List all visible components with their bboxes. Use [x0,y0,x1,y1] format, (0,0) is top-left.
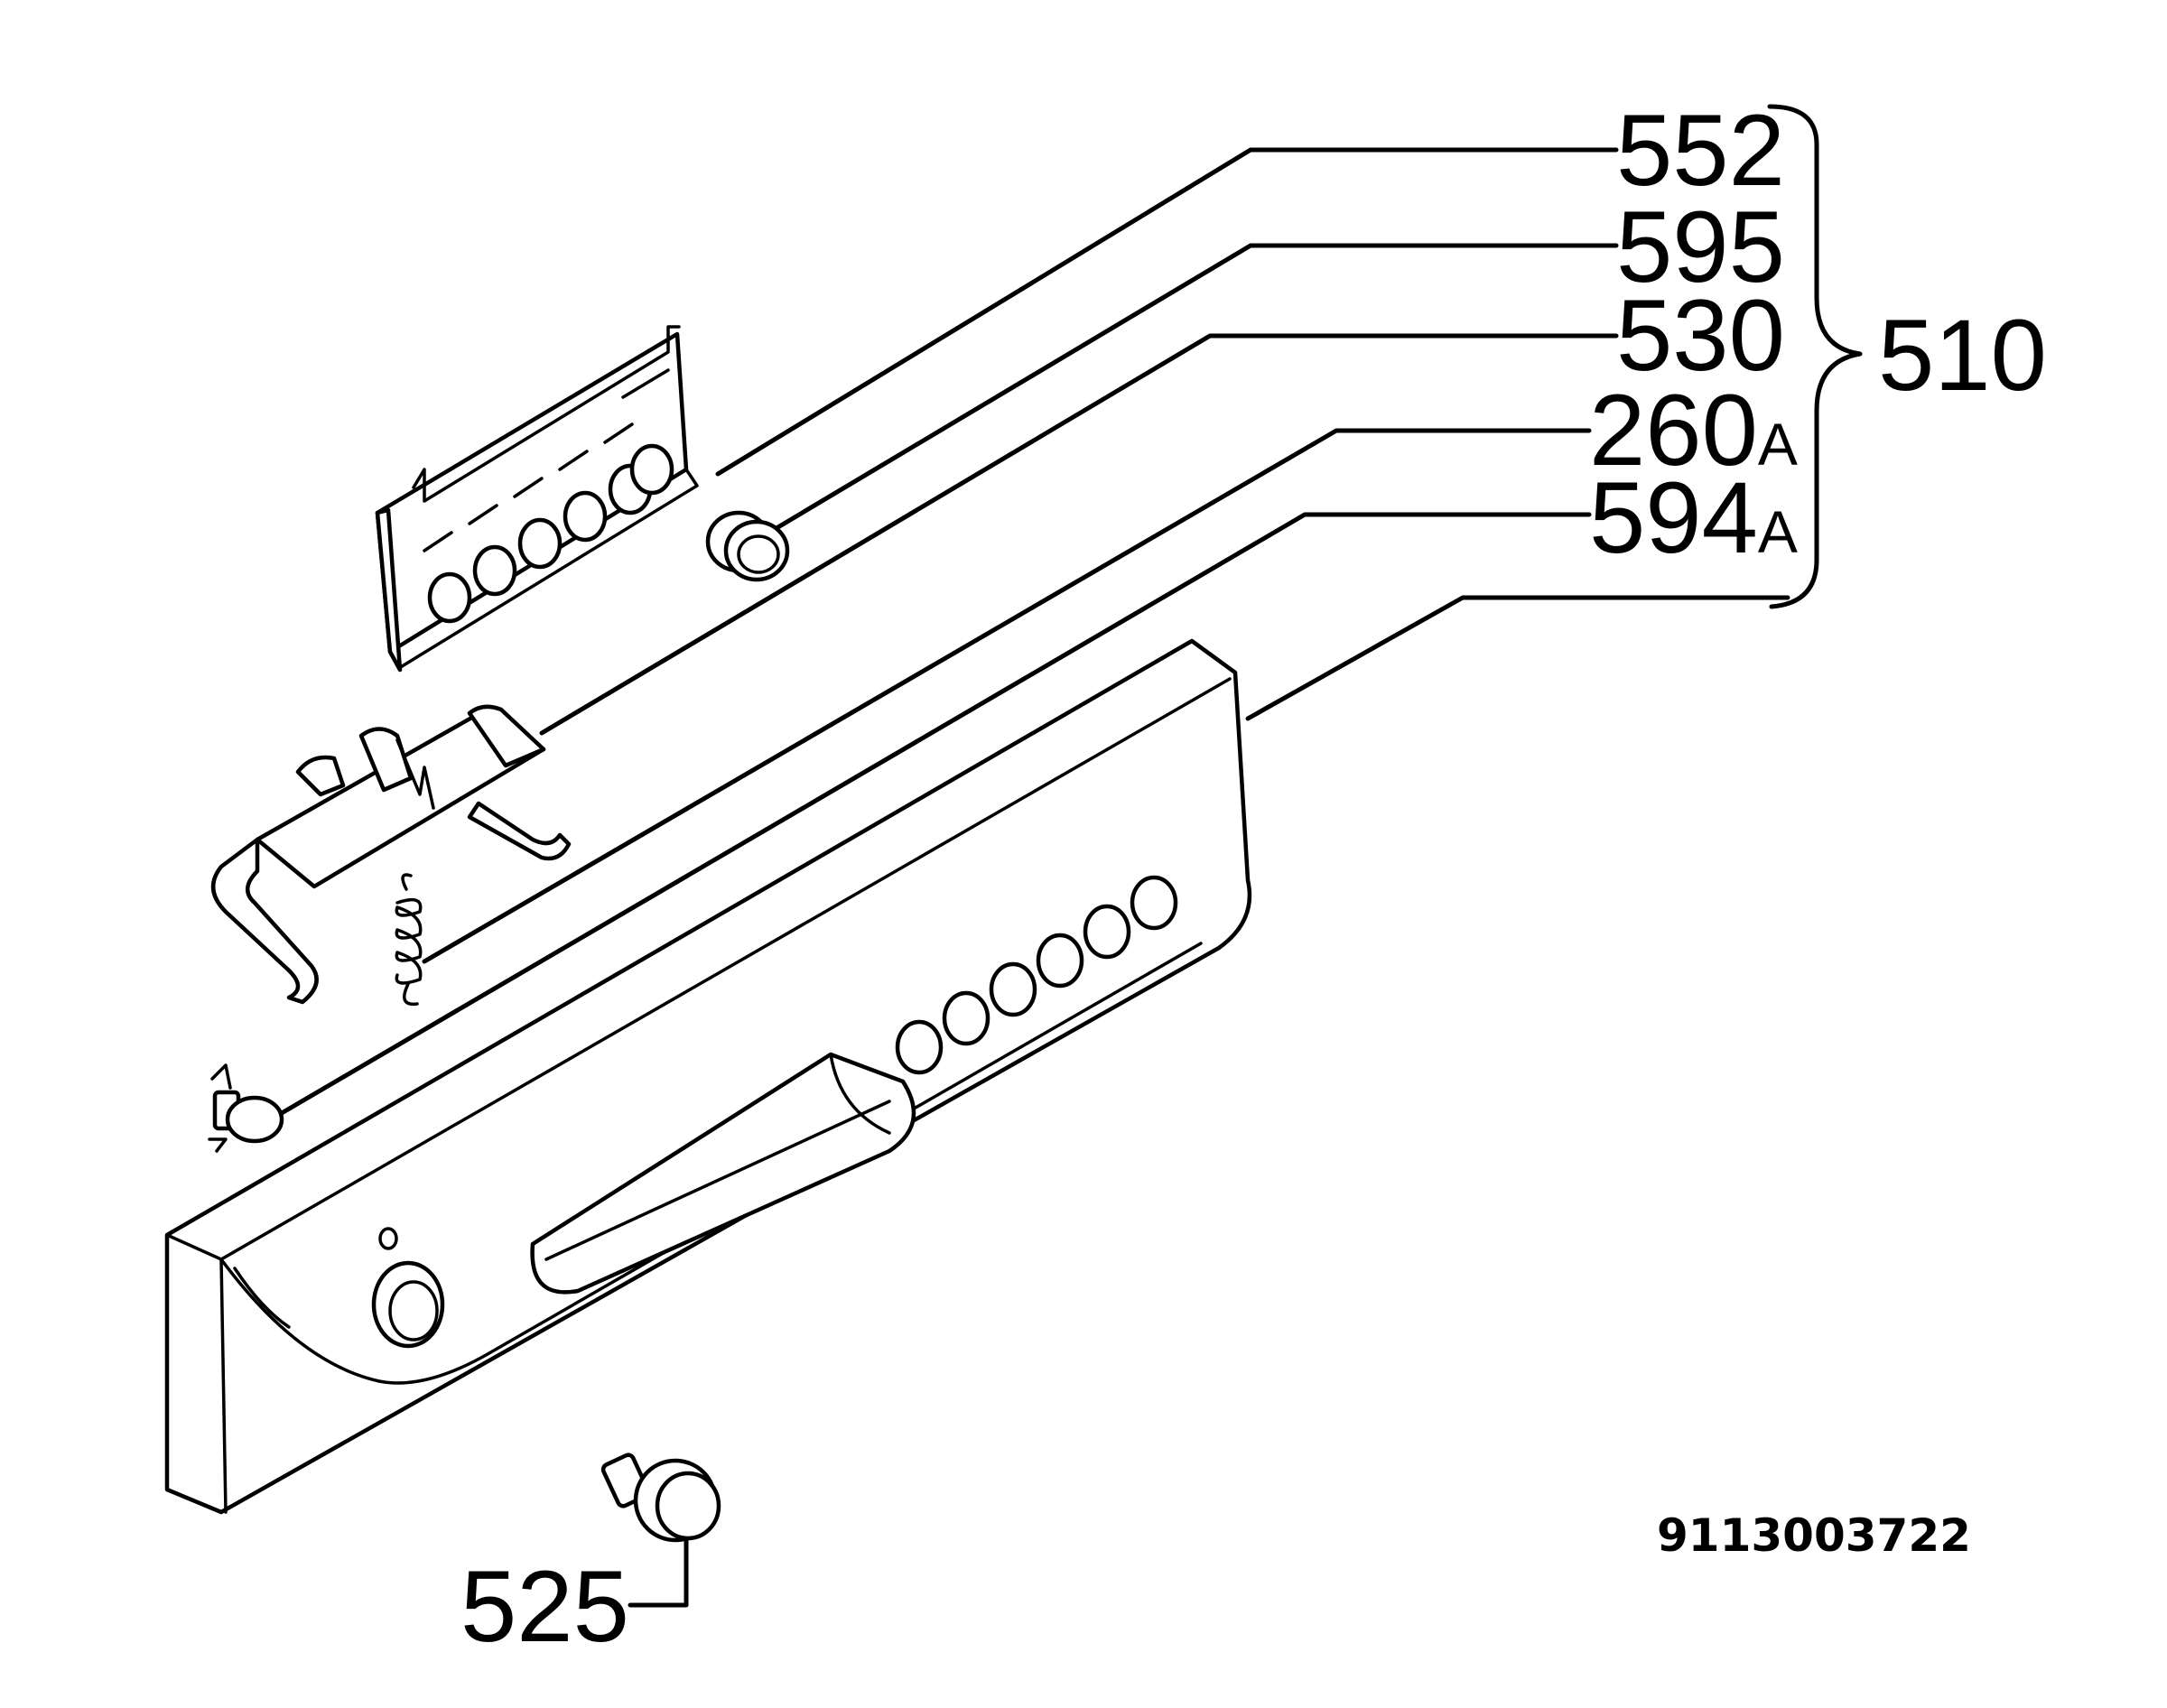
leader-530 [539,333,1619,736]
spring-part [395,873,423,1007]
leader-525 [628,1523,689,1608]
program-buttons [895,875,1178,1075]
indicator-led [378,1227,398,1250]
label-530: 530 [1616,279,1785,392]
document-number: 9113003722 [1657,1509,1971,1562]
brace-510 [1767,104,1863,609]
leader-595 [774,243,1619,531]
leader-lines [268,147,1790,1608]
control-panel [164,638,1252,1515]
label-595: 595 [1616,190,1785,303]
latch-part [211,704,572,1005]
display-window [530,1052,916,1295]
button-row [423,368,674,624]
leader-510-panel [1245,595,1790,721]
cap-part [705,510,790,582]
callout-labels: 552 595 530 260A 594A 510 525 [460,94,2047,1663]
label-260a: 260A [1589,374,1798,487]
knob-part [600,1453,721,1543]
label-552: 552 [1616,94,1785,207]
leader-260a [422,428,1592,964]
main-knob-opening [371,1260,445,1349]
leader-594a [268,512,1592,1122]
label-510: 510 [1878,299,2047,412]
lamp-part [208,1063,284,1153]
leader-552 [715,147,1619,477]
label-525: 525 [460,1550,629,1663]
label-594a: 594A [1589,461,1798,574]
button-bracket-part [375,325,699,673]
